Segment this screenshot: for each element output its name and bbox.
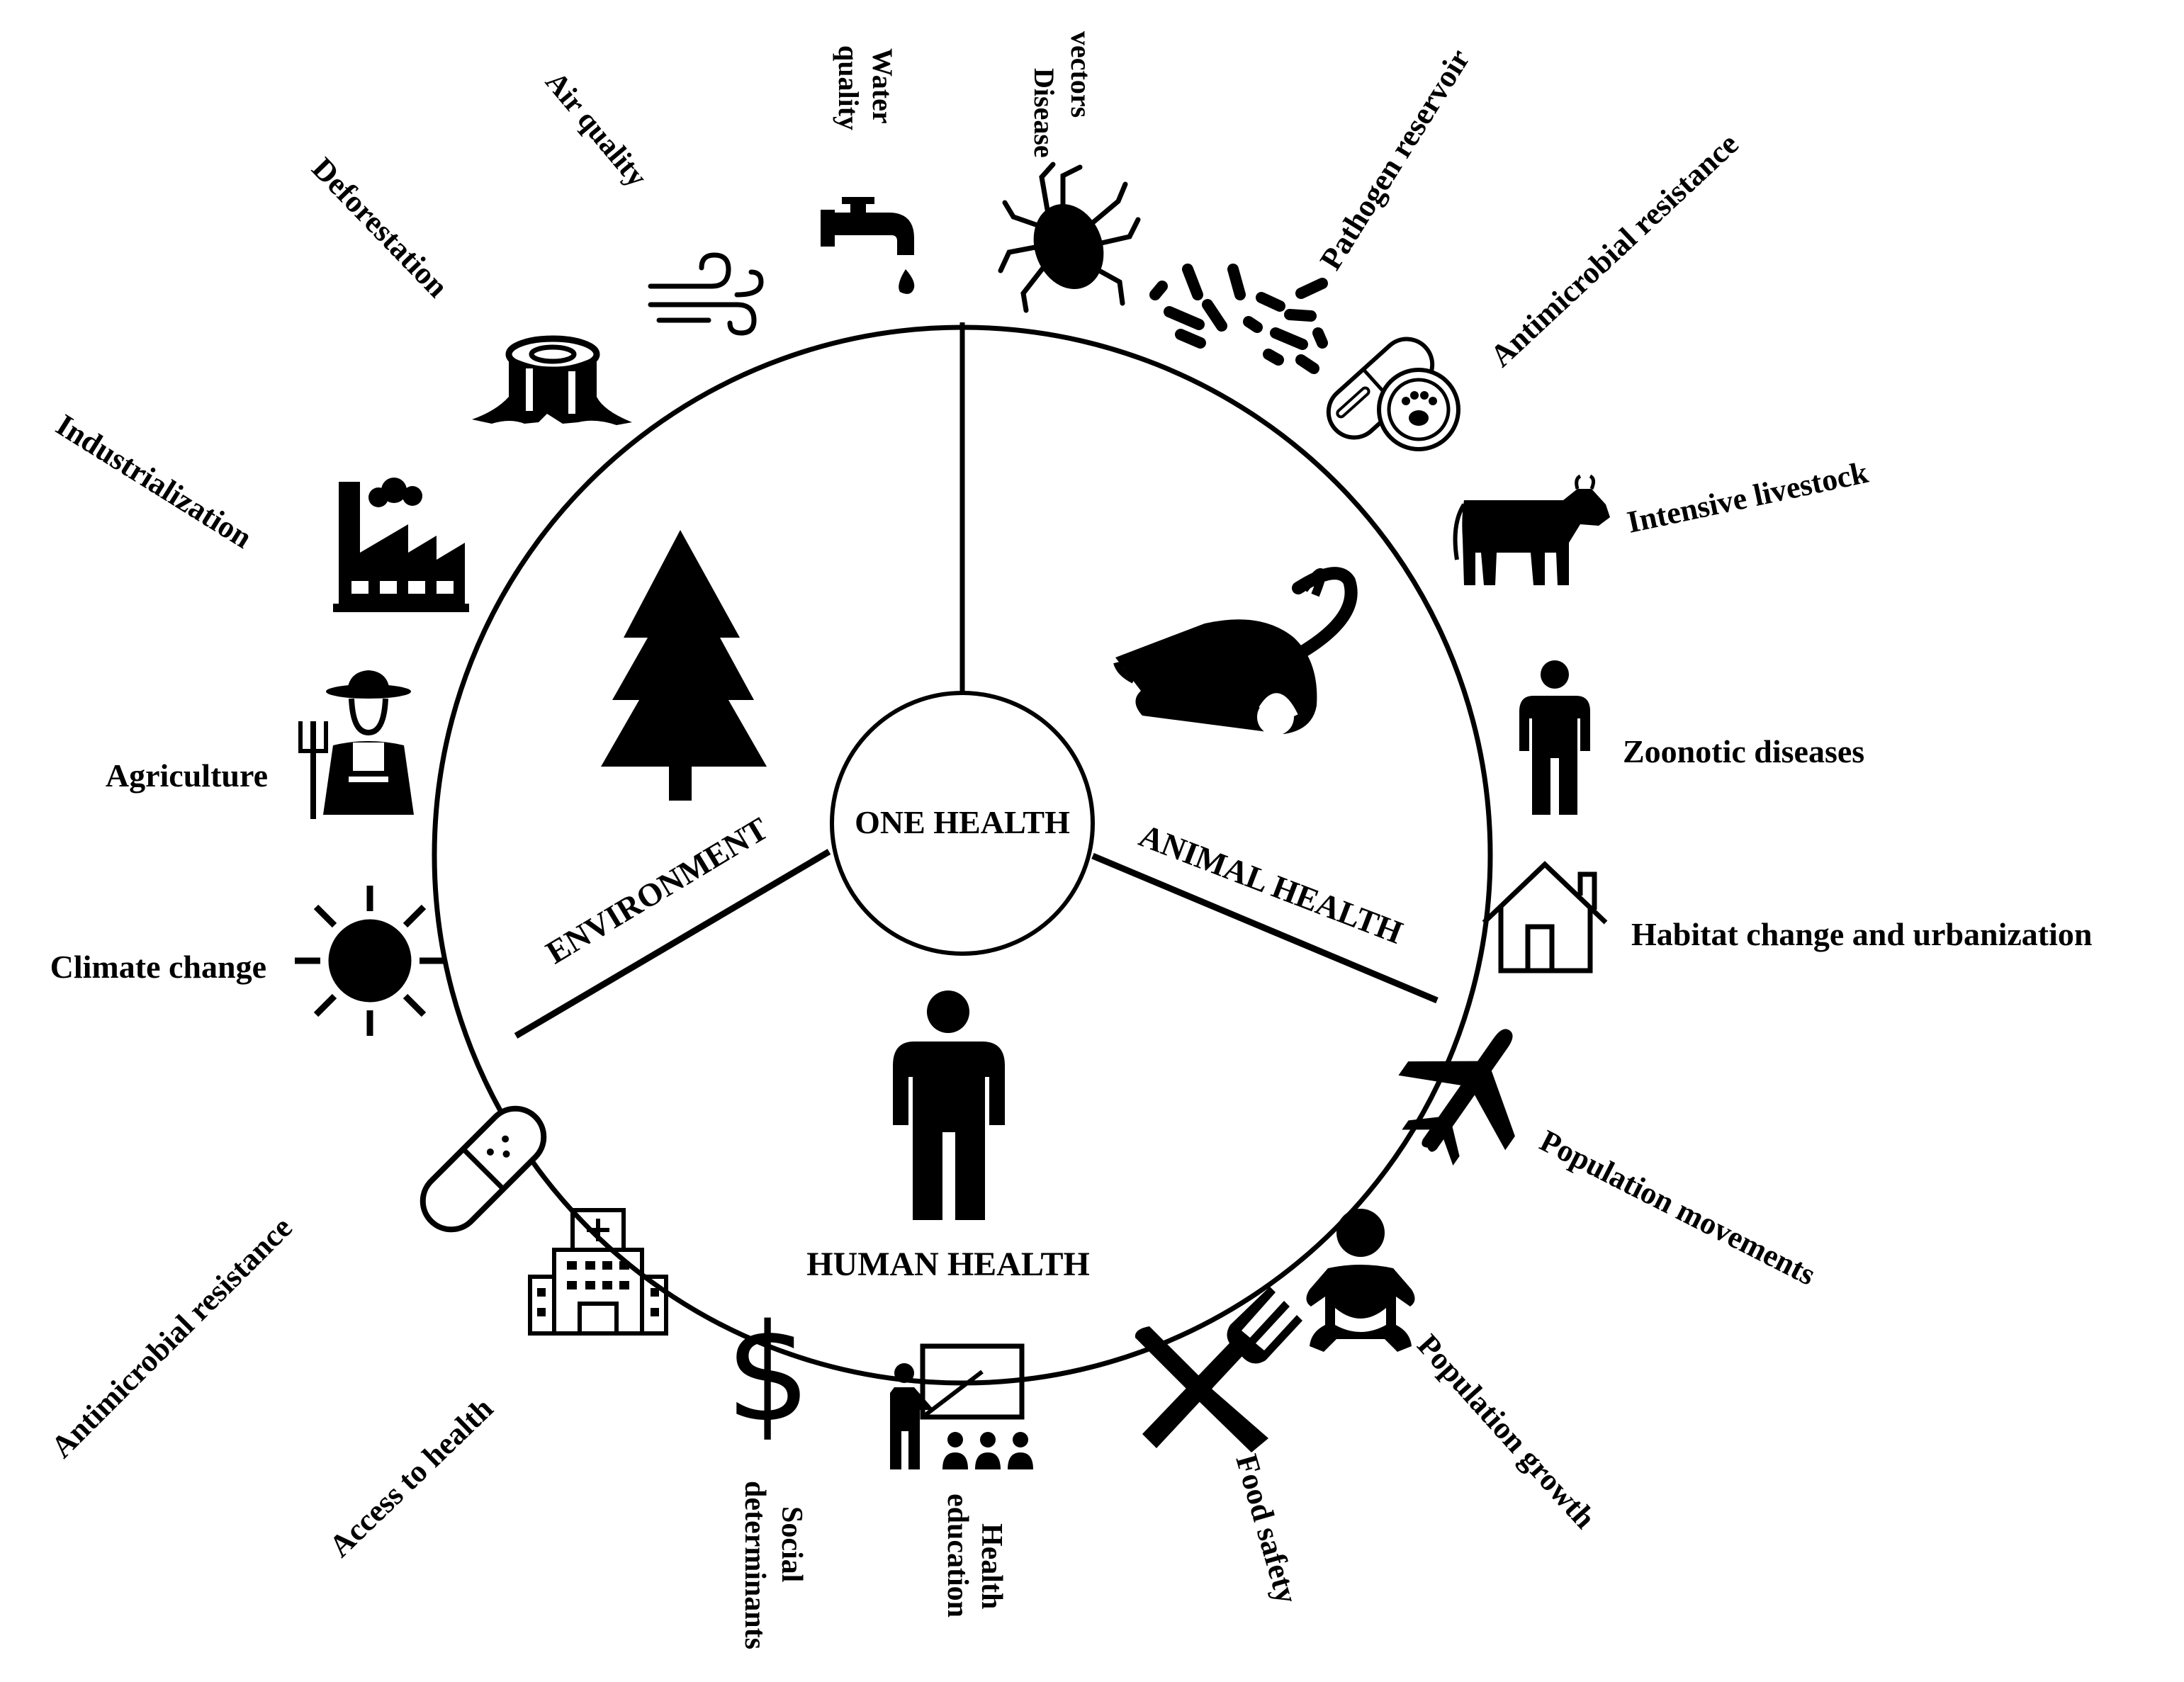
industrialization-label: Industrialization [50,407,258,555]
factor-air-quality: Air quality [539,66,764,336]
factor-population-movements: Population movements [1398,1029,1821,1292]
antimicrobial-resistance-human-label: Antimicrobial resistance [44,1210,298,1464]
food-safety-label: Food safety [1229,1450,1305,1607]
pill-icon [420,1105,547,1233]
pathogen-reservoir-label: Pathogen reservoir [1313,43,1477,276]
zoonotic-diseases-label: Zoonotic diseases [1623,733,1864,769]
divider-left [514,849,831,1039]
person-icon [1519,660,1590,815]
factor-population-growth: Population growth [1306,1209,1602,1535]
access-to-health-label: Access to health [322,1391,500,1564]
sun-icon [295,886,445,1036]
sector-label-environment: ENVIRONMENT [540,810,775,971]
factor-social-determinants: Social determinants $ [726,1295,811,1649]
disease-vectors-line2: vectors [1065,31,1097,118]
factor-deforestation: Deforestation [305,151,632,425]
tree-icon [601,530,767,801]
pet-pill-icon [1326,337,1460,451]
health-education-line1: Health [975,1523,1008,1609]
factor-pathogen-reservoir: Pathogen reservoir [1149,43,1477,374]
house-icon [1482,861,1608,973]
sector-label-human-health: HUMAN HEALTH [806,1246,1090,1283]
fork-knife-icon [1135,1287,1302,1452]
agriculture-label: Agriculture [106,757,268,794]
factor-industrialization: Industrialization [50,407,469,612]
disease-vectors-line1: Disease [1028,68,1060,158]
deforestation-label: Deforestation [305,151,455,304]
factor-climate-change: Climate change [50,886,445,1036]
divider-right [1091,852,1439,1004]
factor-disease-vectors: Disease vectors [998,31,1141,313]
factor-water-quality: Water quality [821,45,915,294]
climate-change-label: Climate change [50,949,266,985]
social-determinants-line1: Social [775,1506,808,1582]
factor-habitat-change: Habitat change and urbanization [1482,861,2093,973]
center-circle [830,691,1095,956]
factory-icon [333,478,469,612]
social-determinants-line2: determinants [738,1481,771,1649]
factor-health-education: Health education [890,1343,1033,1618]
wheel: ONE HEALTH ENVIRONMENT ANIMAL HEALTH HUM… [432,322,1493,1386]
rat-icon [1113,567,1358,735]
factor-zoonotic-diseases: Zoonotic diseases [1519,660,1864,815]
tick-icon [998,162,1141,313]
intensive-livestock-label: Intensive livestock [1624,455,1871,540]
airplane-icon [1398,1029,1515,1165]
teacher-icon [890,1343,1033,1469]
factor-intensive-livestock: Intensive livestock [1453,455,1871,585]
air-quality-label: Air quality [539,66,653,193]
factor-food-safety: Food safety [1135,1287,1305,1608]
dollar-icon: $ [726,1295,811,1452]
population-growth-label: Population growth [1411,1328,1603,1535]
population-movements-label: Population movements [1534,1123,1820,1292]
center-label: ONE HEALTH [855,804,1070,840]
antimicrobial-resistance-animal-label: Antimicrobial resistance [1483,126,1745,373]
farmer-icon [298,670,414,819]
factor-agriculture: Agriculture [106,670,414,819]
health-education-line2: education [941,1494,974,1618]
baby-icon [1306,1209,1415,1352]
water-quality-line2: quality [833,45,865,130]
tree-stump-icon [472,335,632,425]
factor-access-to-health: Access to health [322,1208,668,1564]
cow-icon [1453,474,1610,585]
water-quality-line1: Water [867,48,899,124]
faucet-icon [821,197,915,294]
hospital-icon [528,1208,668,1336]
wind-icon [648,252,764,336]
bacteria-icon [1149,264,1328,374]
person-icon [893,990,1005,1220]
habitat-change-label: Habitat change and urbanization [1631,916,2093,952]
